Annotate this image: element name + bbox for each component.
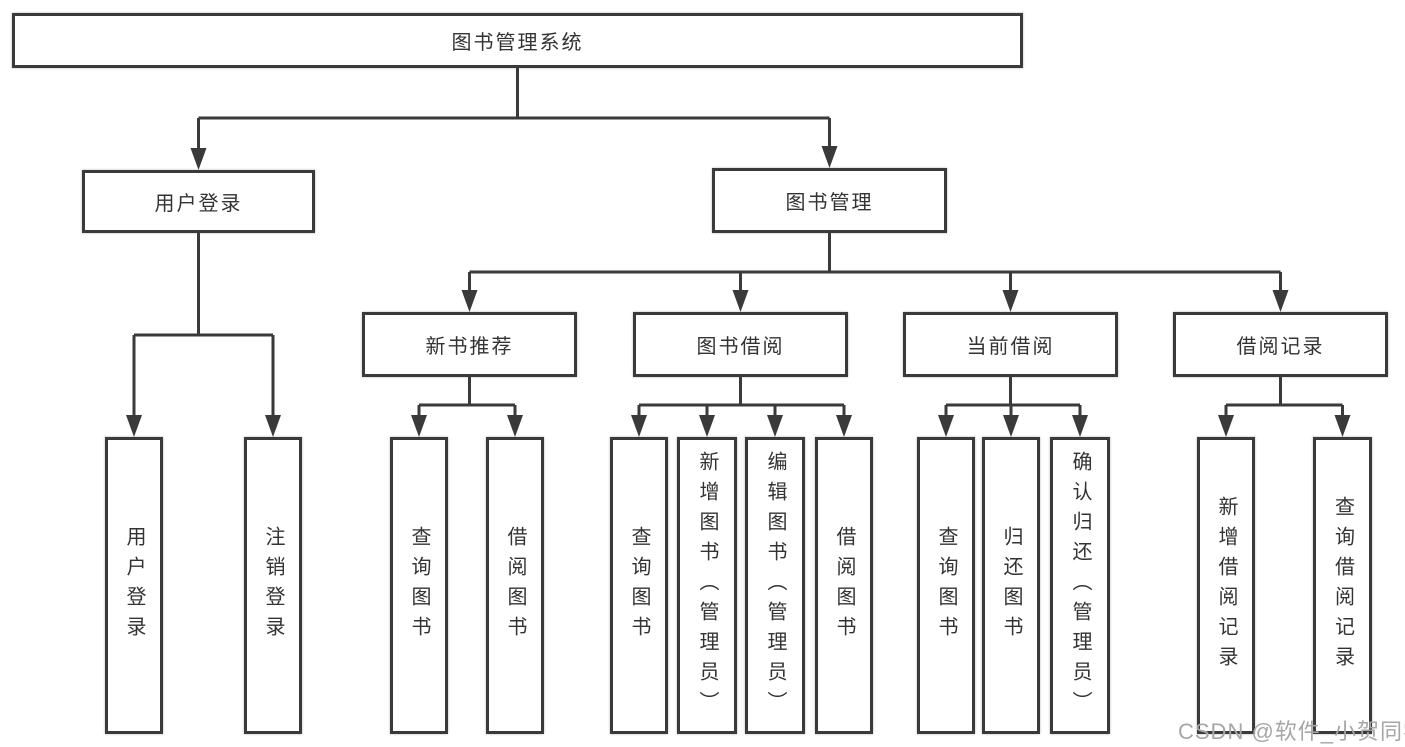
leaf-new-books-query-label: 查询图书 (408, 525, 430, 646)
leaf-borrow-query: 查询图书 (610, 437, 668, 734)
node-book-management-label: 图书管理 (785, 192, 874, 214)
leaf-borrow-add-admin: 新增图书（管理员） (677, 437, 737, 734)
node-book-management: 图书管理 (712, 168, 947, 233)
leaf-borrow-borrow-label: 借阅图书 (833, 525, 855, 646)
node-borrow-records-label: 借阅记录 (1236, 336, 1325, 358)
node-new-books-label: 新书推荐 (425, 336, 514, 358)
leaf-user-login-label: 用户登录 (123, 525, 145, 646)
leaf-records-query-label: 查询借阅记录 (1331, 495, 1354, 676)
node-new-books: 新书推荐 (362, 312, 577, 377)
node-root-label: 图书管理系统 (451, 32, 584, 54)
leaf-current-confirm-return-admin: 确认归还（管理员） (1050, 437, 1110, 734)
leaf-borrow-edit-admin-label: 编辑图书（管理员） (764, 450, 786, 721)
leaf-records-add: 新增借阅记录 (1197, 437, 1255, 734)
node-book-borrow-label: 图书借阅 (696, 336, 785, 358)
node-borrow-records: 借阅记录 (1173, 312, 1388, 377)
node-user-login: 用户登录 (82, 170, 315, 233)
node-user-login-label: 用户登录 (154, 193, 243, 215)
leaf-current-return: 归还图书 (982, 437, 1040, 734)
leaf-logout: 注销登录 (244, 437, 302, 734)
node-current-borrow: 当前借阅 (903, 312, 1118, 377)
leaf-borrow-query-label: 查询图书 (628, 525, 650, 646)
connector-current-borrow-children (938, 377, 1088, 437)
node-book-borrow: 图书借阅 (633, 312, 848, 377)
leaf-logout-label: 注销登录 (262, 525, 284, 646)
connector-root-to-level1 (190, 68, 838, 170)
connector-book-borrow-children (631, 377, 852, 437)
connector-book-mgmt-to-level2 (461, 233, 1289, 312)
leaf-user-login: 用户登录 (105, 437, 163, 734)
node-current-borrow-label: 当前借阅 (966, 336, 1055, 358)
connector-user-login-children (126, 233, 281, 437)
leaf-current-query-label: 查询图书 (935, 525, 957, 646)
leaf-current-return-label: 归还图书 (1000, 525, 1022, 646)
leaf-records-query: 查询借阅记录 (1313, 437, 1372, 734)
connector-new-books-children (411, 377, 523, 437)
leaf-records-add-label: 新增借阅记录 (1215, 495, 1237, 676)
node-root: 图书管理系统 (12, 13, 1023, 68)
leaf-current-confirm-return-admin-label: 确认归还（管理员） (1069, 450, 1091, 721)
leaf-borrow-borrow: 借阅图书 (815, 437, 873, 734)
leaf-new-books-query: 查询图书 (390, 437, 448, 734)
leaf-new-books-borrow-label: 借阅图书 (504, 525, 526, 646)
leaf-borrow-edit-admin: 编辑图书（管理员） (745, 437, 805, 734)
csdn-watermark: CSDN @软件_小贺同学 (1178, 719, 1405, 744)
leaf-new-books-borrow: 借阅图书 (486, 437, 544, 734)
leaf-current-query: 查询图书 (917, 437, 975, 734)
connector-borrow-records-children (1218, 377, 1351, 437)
leaf-borrow-add-admin-label: 新增图书（管理员） (696, 450, 718, 721)
